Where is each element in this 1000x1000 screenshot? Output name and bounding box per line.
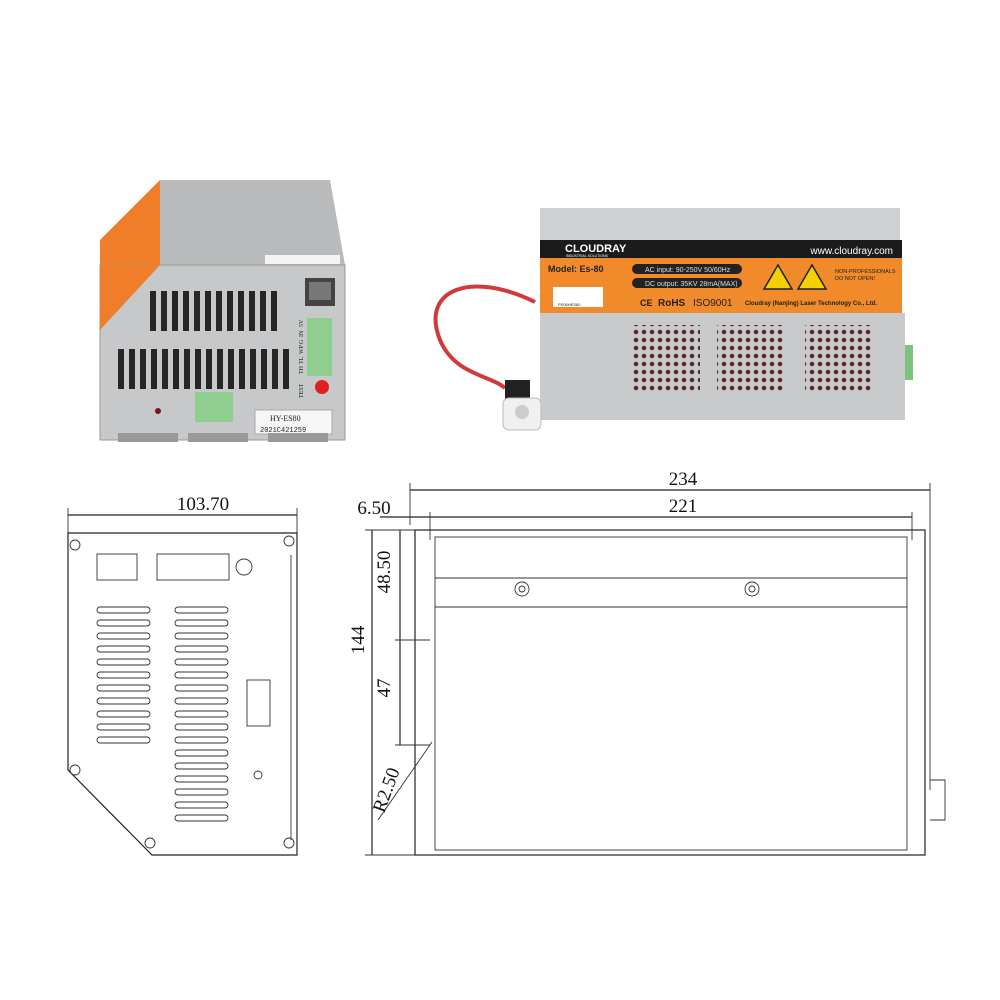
front-photo: CLOUDRAY INDUSTRIAL SOLUTIONS www.cloudr… [433,208,913,431]
port-label-in: IN [299,330,305,337]
rohs-mark: RoHS [658,298,686,309]
hv-connector [505,380,530,400]
port-labels: TEST TH TL WP G IN 5V [299,319,305,398]
side-view-drawing: 234 221 6.50 144 48.50 47 R2.50 [348,469,946,856]
warning-icon [762,263,794,290]
warning-text-2: DO NOT OPEN! [835,276,875,282]
vent-holes [633,325,872,392]
ethernet-cutout [96,553,138,581]
port-label-wp: WP [299,344,305,354]
port-label-tl: TL [299,356,305,364]
dim-end-width: 103.70 [177,494,229,515]
port-label-test: TEST [299,383,305,398]
dim-body-length: 221 [669,496,698,517]
barcode [553,287,603,307]
dim-slot-pitch: 47 [374,679,395,698]
warning-text-1: NON-PROFESSIONALS [835,269,896,275]
company-text: Cloudray (Nanjing) Laser Technology Co.,… [745,301,877,307]
dim-height: 144 [348,625,369,654]
port-label-g: G [299,339,305,344]
side-photo: TEST TH TL WP G IN 5V HY-ES80 2021C42125… [99,180,346,442]
sticker-model-text: HY-ES80 [270,414,301,423]
power-terminal-block [195,392,233,422]
end-view-drawing: 103.70 [67,494,298,856]
vent-slots-bottom [118,349,289,389]
signal-terminal-block [307,318,332,376]
iso-mark: ISO9001 [693,298,733,309]
hv-cable [433,284,536,390]
model-text: Model: Es-80 [548,264,604,274]
ce-mark: CE [640,298,653,308]
test-button[interactable] [315,380,329,394]
dc-output-text: DC output: 35KV 28mA(MAX) [645,281,738,288]
brand-subtext: INDUSTRIAL SOLUTIONS [566,254,609,258]
vent-slots-top [150,291,277,331]
dim-slot-top: 48.50 [374,551,395,594]
dim-offset: 6.50 [357,498,390,519]
port-label-th: TH [299,365,305,374]
sticker-serial-text: 2021C421259 [260,427,306,435]
port-label-5v: 5V [299,319,305,327]
brand-text: CLOUDRAY [565,243,627,255]
website-text: www.cloudray.com [809,246,893,257]
label-header [540,240,902,258]
dim-radius: R2.50 [369,765,404,815]
barcode-text: PS06HES80 [558,302,581,307]
dim-overall-length: 234 [669,469,698,490]
ac-input-text: AC input: 90-250V 50/60Hz [645,267,731,274]
high-voltage-icon [796,263,828,290]
